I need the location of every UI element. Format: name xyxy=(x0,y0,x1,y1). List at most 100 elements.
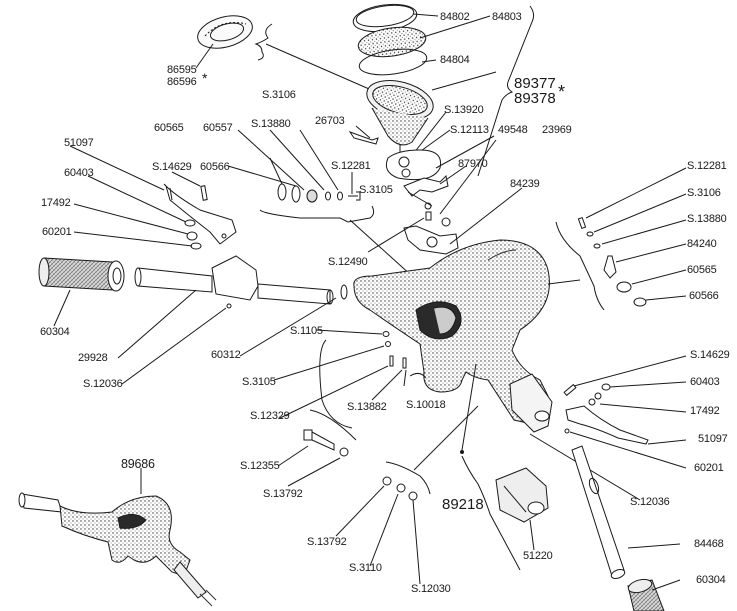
part-label: 49548 xyxy=(498,124,528,136)
leader-line xyxy=(645,295,687,301)
right-grip xyxy=(627,578,665,611)
speedometer-head xyxy=(366,80,434,156)
part-label: S.12036 xyxy=(83,378,123,390)
seal-ring-60312 xyxy=(340,284,348,300)
part-label: S.3106 xyxy=(687,187,721,199)
screw xyxy=(425,211,432,221)
dot xyxy=(460,450,464,454)
leader-line xyxy=(601,219,687,245)
speedometer-dial-face xyxy=(197,15,253,49)
bushing-60557 xyxy=(306,189,318,203)
leader-line xyxy=(412,499,421,585)
left-lever xyxy=(163,183,237,245)
part-label: 87970 xyxy=(458,158,488,170)
leader-line xyxy=(573,355,687,387)
leader-line xyxy=(371,369,403,401)
asterisk-marker: * xyxy=(202,70,208,86)
leader-line xyxy=(435,135,495,169)
leader-line xyxy=(439,165,467,185)
brace xyxy=(309,409,357,441)
leader-line xyxy=(647,439,687,445)
leader-line xyxy=(609,381,687,388)
part-label: S.13882 xyxy=(347,401,387,413)
part-label: 29928 xyxy=(78,352,108,364)
leader-line xyxy=(269,129,325,191)
leader-line xyxy=(69,145,165,191)
bracket-curve xyxy=(319,339,353,429)
left-grip xyxy=(38,257,125,292)
leader-line xyxy=(315,329,383,335)
nut-s12030 xyxy=(408,491,418,501)
part-label: 26703 xyxy=(315,115,345,127)
part-label: S.14629 xyxy=(690,349,730,361)
leader-line xyxy=(239,297,337,357)
leader-line xyxy=(449,187,523,245)
washer-60201 xyxy=(190,242,202,250)
part-label: 84804 xyxy=(440,54,470,66)
right-throttle-tube xyxy=(571,445,626,579)
part-label: 23969 xyxy=(542,124,572,136)
part-label: 51097 xyxy=(64,137,94,149)
part-label: 84802 xyxy=(440,11,470,23)
washer-60403 xyxy=(184,219,196,227)
washer-s3105 xyxy=(385,341,391,347)
leader-line xyxy=(409,372,427,379)
leader-line xyxy=(431,71,497,91)
assembled-handlebar-inset xyxy=(18,492,217,607)
bracket-84240 xyxy=(603,255,617,279)
part-label: 84239 xyxy=(510,178,540,190)
washer-s3110 xyxy=(396,483,406,493)
part-label: 60304 xyxy=(40,326,70,338)
handlebar-casting xyxy=(353,239,553,433)
washer-17492-right xyxy=(594,392,602,400)
screw-s12329 xyxy=(389,355,394,367)
part-label: 60566 xyxy=(689,290,719,302)
part-label: 17492 xyxy=(690,405,720,417)
part-label: S.3105 xyxy=(242,376,276,388)
washer-17492 xyxy=(186,231,198,241)
leader-line xyxy=(227,165,297,187)
speedometer-bracket xyxy=(403,174,449,197)
leader-line xyxy=(403,369,407,387)
switch-block xyxy=(495,467,549,523)
asterisk-marker: * xyxy=(558,82,565,102)
leader-line xyxy=(421,59,437,63)
leader-line xyxy=(73,203,189,235)
part-label: S.13880 xyxy=(687,213,727,225)
part-label: 86595 xyxy=(167,64,197,76)
part-label: 89378 xyxy=(514,90,556,107)
part-label: 84468 xyxy=(694,538,724,550)
leader-line xyxy=(651,579,681,591)
brace xyxy=(461,455,521,571)
leader-line xyxy=(631,269,687,285)
leader-line xyxy=(461,363,477,451)
leader-line xyxy=(593,193,687,233)
leader-line xyxy=(367,217,425,253)
washer-60201-right xyxy=(564,428,570,434)
part-label: 60565 xyxy=(687,264,717,276)
washer-60403-right xyxy=(601,383,611,391)
washer-s13880-right xyxy=(593,243,601,249)
part-label: 60201 xyxy=(42,226,72,238)
part-label: 60403 xyxy=(64,167,94,179)
part-label: 60304 xyxy=(696,574,726,586)
nut xyxy=(441,217,451,227)
part-label: 60566 xyxy=(200,161,230,173)
part-label: 60565 xyxy=(154,122,184,134)
leader-line xyxy=(355,125,371,139)
leader-line xyxy=(369,493,399,567)
part-label: S.12281 xyxy=(687,160,727,172)
nut xyxy=(424,202,432,210)
leader-line xyxy=(171,171,201,187)
leader-line xyxy=(412,13,439,17)
washer-s3106 xyxy=(337,191,343,201)
ring-60566 xyxy=(277,183,287,201)
brace xyxy=(259,205,375,223)
leader-line xyxy=(121,307,227,385)
switch-bracket xyxy=(403,225,459,255)
screw-s13882 xyxy=(402,357,407,369)
speedometer-gasket xyxy=(358,48,428,76)
throttle-tube xyxy=(134,255,334,305)
leader-line xyxy=(407,191,433,207)
leader-line xyxy=(287,457,341,487)
